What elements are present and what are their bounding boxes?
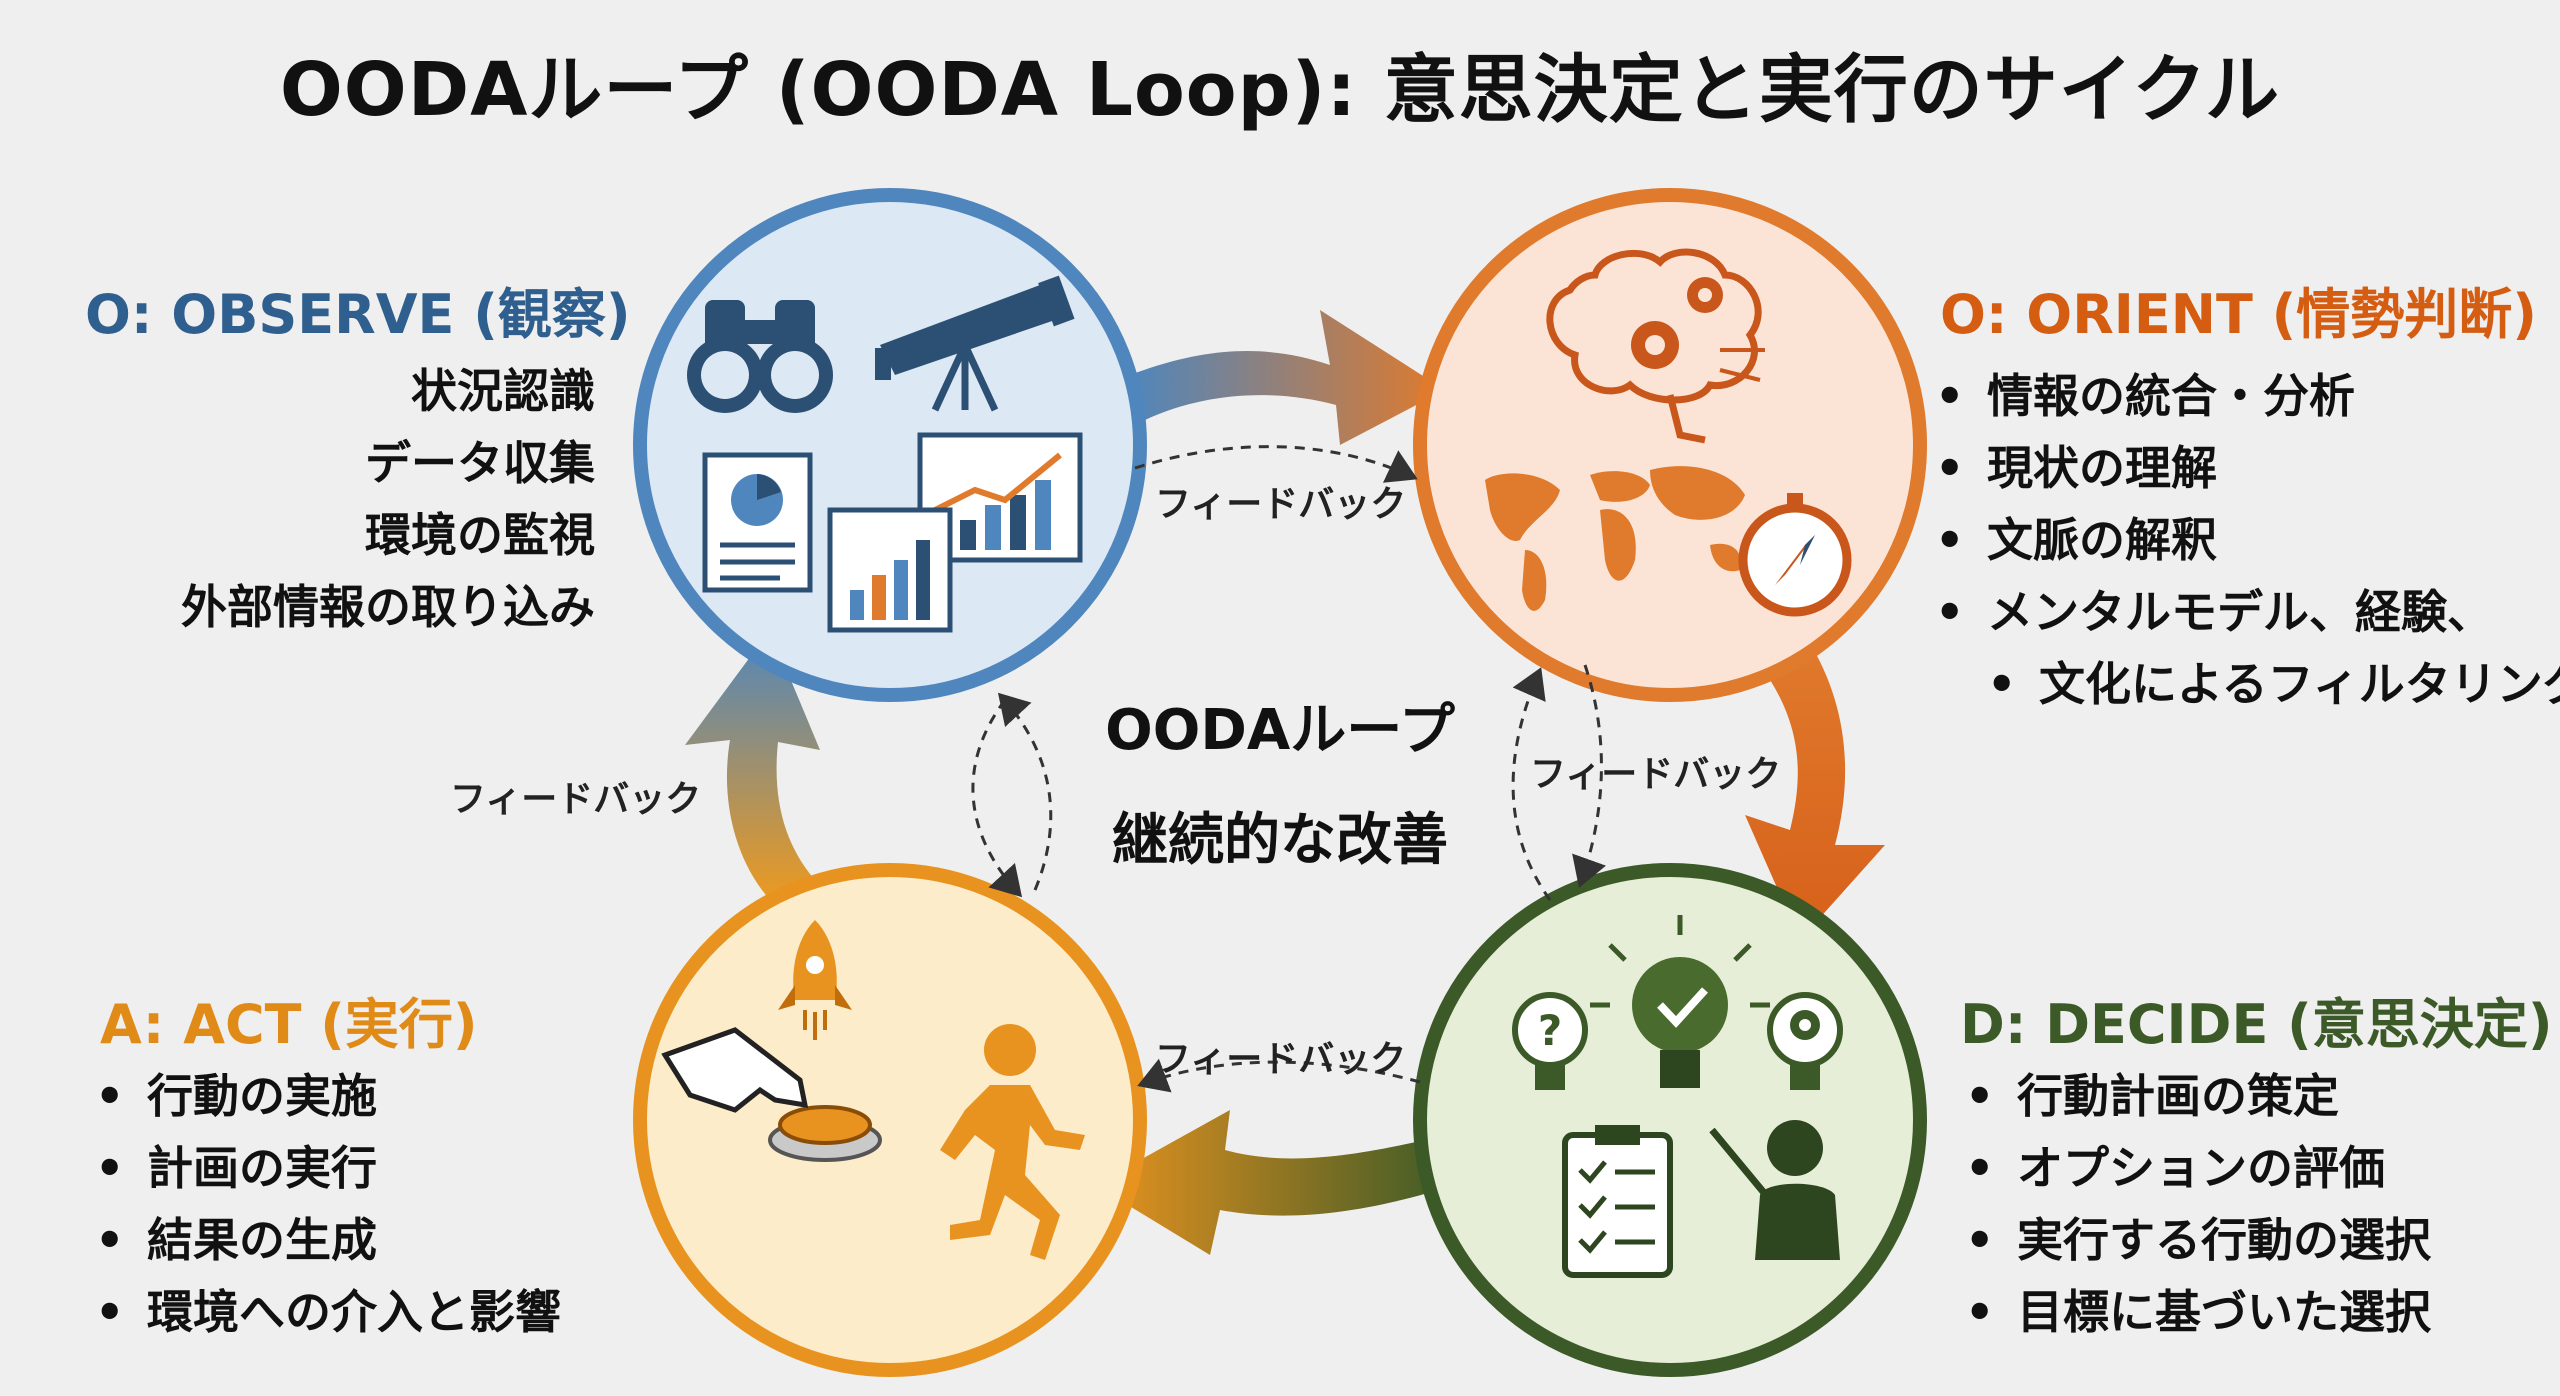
list-item: メンタルモデル、経験、 [1935,576,2560,648]
list-item: 現状の理解 [1935,432,2560,504]
binoculars-icon [687,300,833,413]
center-title: OODAループ [1105,698,1455,763]
arrow-act-to-observe [685,630,820,900]
arrow-observe-to-orient [1130,310,1445,445]
list-item: 文脈の解釈 [1935,504,2560,576]
rocket-icon [778,920,852,1040]
feedback-label-left: フィードバック [450,779,702,820]
feedback-label-bottom: フィードバック [1155,1039,1407,1080]
feedback-label-top: フィードバック [1155,484,1407,525]
center-subtitle: 継続的な改善 [1112,808,1448,873]
feedback-arc-left [971,699,1023,898]
compass-icon [1738,493,1852,617]
observe-list: 状況認識 データ収集 環境の監視 外部情報の取り込み [181,355,595,643]
pie-chart-report-icon [702,452,813,593]
list-item: 環境の監視 [365,508,595,562]
decide-list: 行動計画の策定 オプションの評価 実行する行動の選択 目標に基づいた選択 [1965,1060,2431,1348]
list-item: 外部情報の取り込み [181,580,595,634]
telescope-icon [875,275,1075,412]
list-item: 目標に基づいた選択 [1965,1276,2431,1348]
feedback-label-right: フィードバック [1530,754,1782,795]
check-bulb-icon [1590,915,1770,1088]
list-item: 状況認識 [411,364,595,418]
hand-press-button-icon [661,1027,882,1162]
feedback-arc-left-up [997,692,1053,891]
list-item: オプションの評価 [1965,1132,2431,1204]
feedback-arc-right-down [1572,664,1607,888]
list-item: 行動計画の策定 [1965,1060,2431,1132]
running-person-icon [940,1024,1085,1260]
act-list: 行動の実施 計画の実行 結果の生成 環境への介入と影響 [95,1060,561,1348]
feedback-arc-bottom [1137,1058,1421,1093]
presenter-icon [1709,1120,1840,1260]
decide-title: D: DECIDE (意思決定) [1960,993,2553,1056]
orient-title: O: ORIENT (情勢判断) [1940,283,2537,346]
checklist-icon [1562,1125,1673,1278]
gear-bulb-icon [1767,992,1843,1090]
question-bulb-icon: ? [1512,992,1588,1090]
list-item: 環境への介入と影響 [95,1276,561,1348]
brain-gears-icon [1546,248,1765,444]
feedback-arc-top [1134,445,1418,483]
bar-chart-icon [827,507,953,633]
orient-list: 情報の統合・分析 現状の理解 文脈の解釈 メンタルモデル、経験、 文化によるフィ… [1935,360,2560,720]
list-item: 計画の実行 [95,1132,561,1204]
list-item: 実行する行動の選択 [1965,1204,2431,1276]
act-title: A: ACT (実行) [100,993,478,1056]
svg-text:?: ? [1538,1006,1562,1055]
arrow-orient-to-decide [1745,640,1885,940]
observe-title: O: OBSERVE (観察) [85,283,631,346]
arrow-decide-to-act [1095,1110,1455,1255]
list-item: 情報の統合・分析 [1935,360,2560,432]
page-title: OODAループ (OODA Loop): 意思決定と実行のサイクル [279,47,2281,133]
list-item: 結果の生成 [95,1204,561,1276]
decide-circle [1413,863,1927,1377]
trend-chart-icon [917,432,1083,563]
list-item: データ収集 [365,436,595,490]
act-circle [633,863,1147,1377]
world-map-icon [1485,466,1745,611]
list-item: 行動の実施 [95,1060,561,1132]
list-item-continued: 文化によるフィルタリング [1935,648,2560,720]
